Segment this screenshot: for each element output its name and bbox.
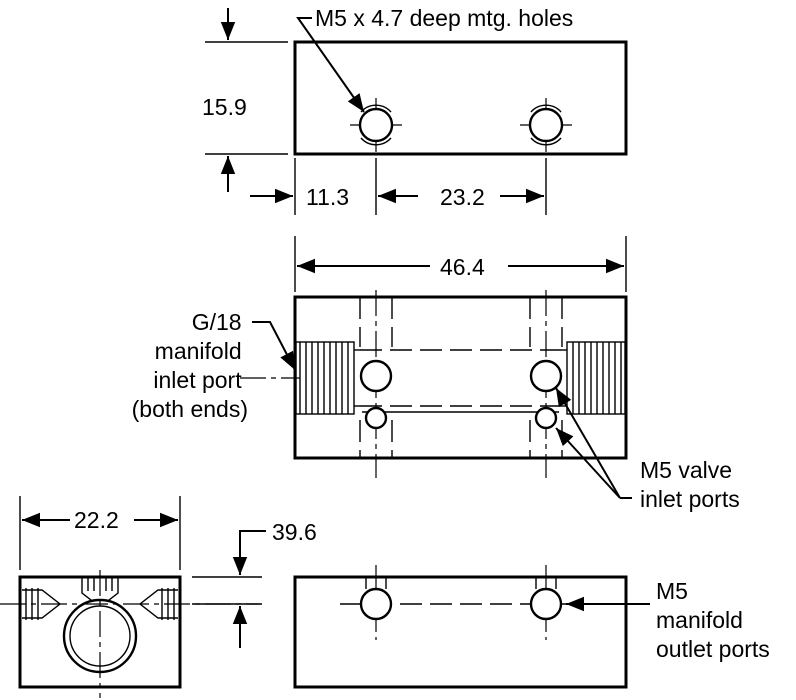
front-view-body (293, 295, 628, 460)
outlet-ports-line-3: outlet ports (656, 636, 770, 662)
inlet-port-line-1: G/18 (192, 309, 242, 335)
front-view (240, 236, 632, 499)
valve-ports-line-2: inlet ports (640, 486, 740, 512)
inlet-port-line-4: (both ends) (132, 396, 248, 422)
bottom-view (293, 565, 650, 689)
length-dim-label: 46.4 (440, 254, 485, 280)
mtg-hole-right (520, 98, 572, 152)
outlet-ports-label: M5 manifold outlet ports (656, 578, 770, 662)
inlet-thread-right (561, 341, 626, 415)
outlet-ports-line-2: manifold (656, 607, 743, 633)
valve-ports-line-1: M5 valve (640, 457, 732, 483)
top-view (205, 8, 628, 215)
valve-ports-label: M5 valve inlet ports (640, 457, 740, 512)
inlet-port-label: G/18 manifold inlet port (both ends) (132, 309, 248, 422)
side-view (0, 496, 266, 698)
mtg-hole-left (350, 98, 402, 152)
height-dim-label: 15.9 (202, 94, 247, 120)
width-dim-label: 22.2 (74, 507, 119, 533)
outlet-height-dim-label: 39.6 (272, 519, 317, 545)
offset-dim-label: 11.3 (306, 184, 349, 210)
outlet-ports-line-1: M5 (656, 578, 688, 604)
mtg-holes-label: M5 x 4.7 deep mtg. holes (315, 5, 573, 31)
inlet-port-line-3: inlet port (153, 367, 242, 393)
inlet-port-line-2: manifold (155, 338, 242, 364)
spacing-dim-label: 23.2 (440, 184, 485, 210)
top-view-body (293, 40, 628, 156)
bottom-view-body (293, 575, 628, 689)
